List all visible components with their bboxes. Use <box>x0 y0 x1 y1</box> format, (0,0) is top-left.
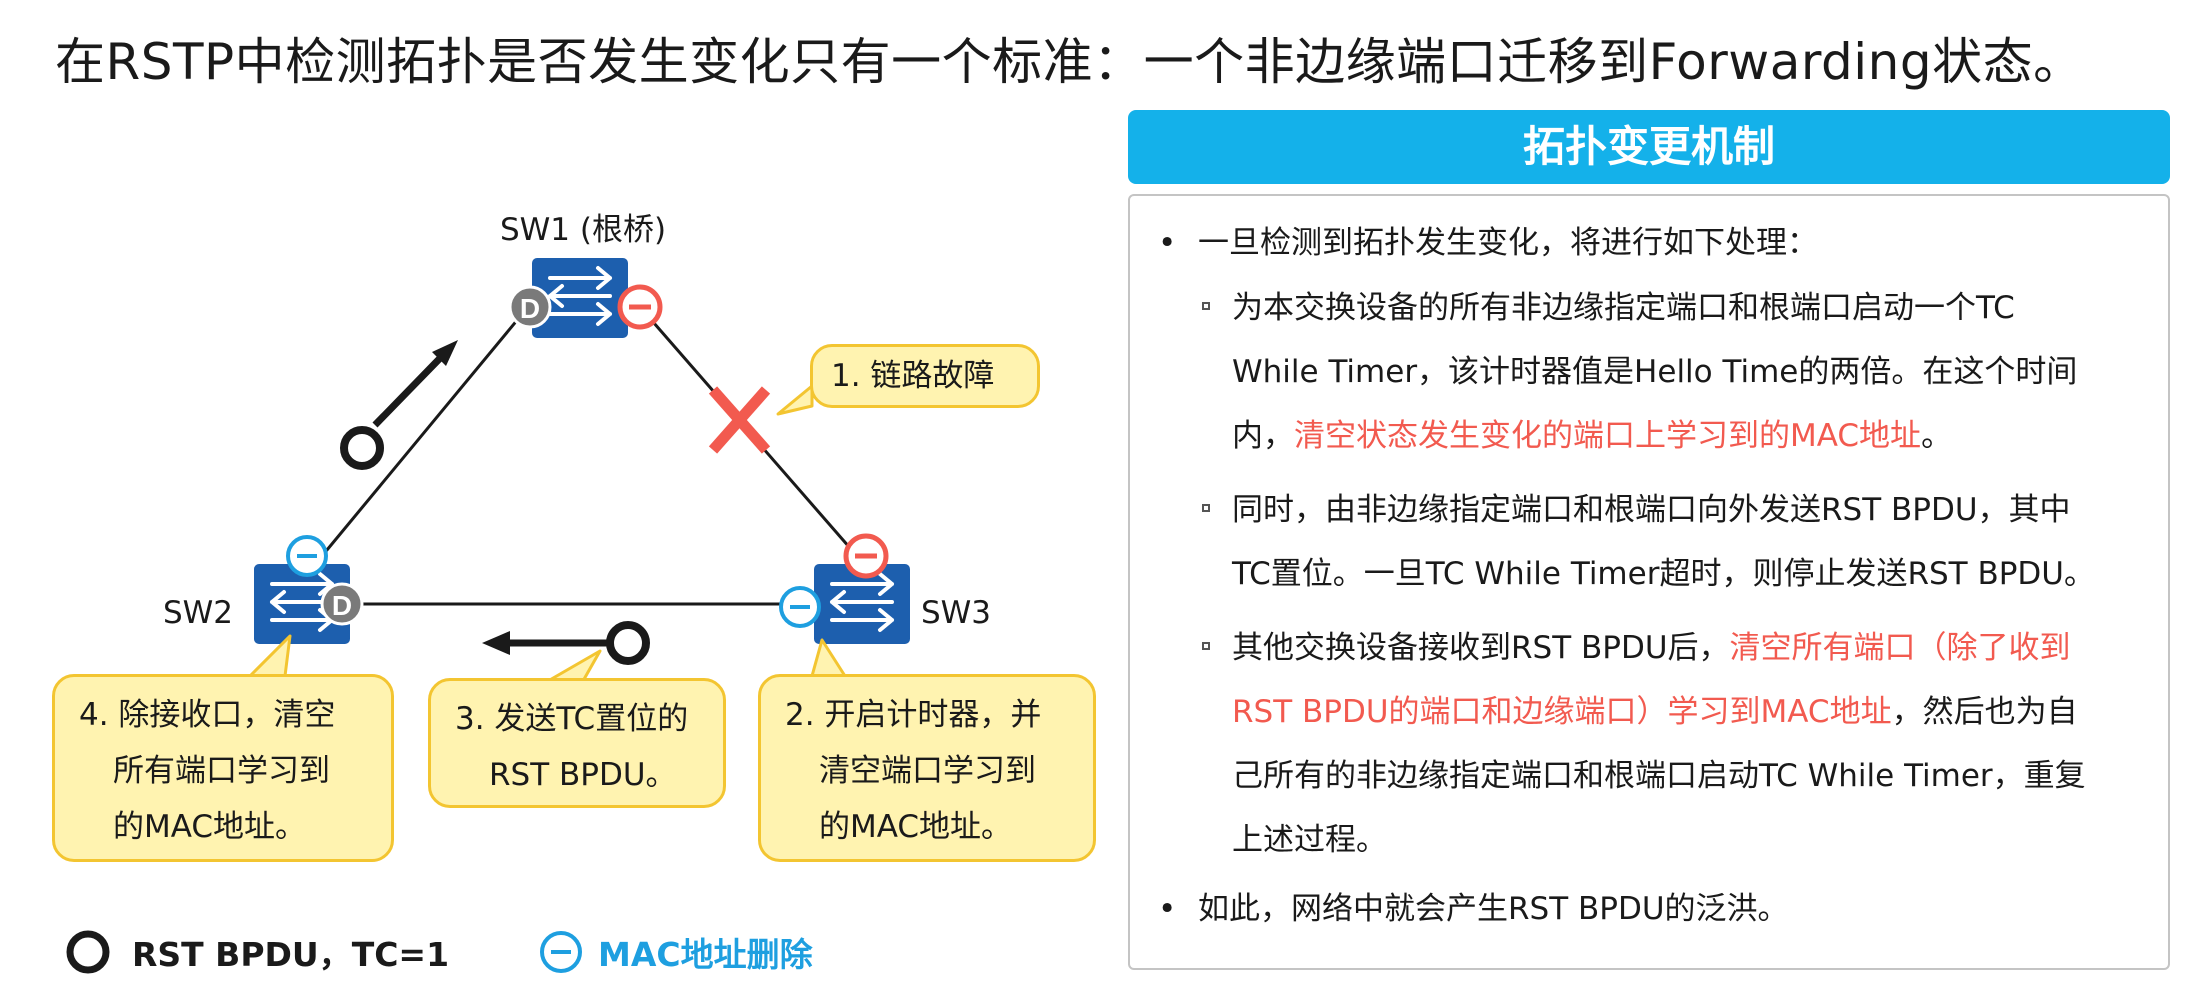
callout-line: 所有端口学习到 <box>113 753 330 789</box>
text-line: 内，清空状态发生变化的端口上学习到的MAC地址。 <box>1232 404 2148 468</box>
callout-line: 清空端口学习到 <box>819 753 1036 789</box>
text-line: 己所有的非边缘指定端口和根端口启动TC While Timer，重复 <box>1232 758 2086 794</box>
text-line: RST BPDU的端口和边缘端口）学习到MAC地址，然后也为自 <box>1232 680 2148 744</box>
text-line: While Timer，该计时器值是Hello Time的两倍。在这个时间 <box>1232 354 2078 390</box>
sw3-label: SW3 <box>921 595 991 631</box>
bullet-item: 一旦检测到拓扑发生变化，将进行如下处理： <box>1158 220 2148 266</box>
text-line: 上述过程。 <box>1232 822 1387 858</box>
link-sw1-sw2 <box>320 306 530 557</box>
designated-port-icon: D <box>320 582 364 626</box>
bpdu-arrow-sw3-to-sw2 <box>482 621 650 665</box>
link-failure-mark <box>708 386 771 454</box>
callout-line: 1. 链路故障 <box>831 358 995 394</box>
legend-mac-delete: MAC地址删除 <box>598 935 813 974</box>
mac-delete-icon <box>843 533 889 579</box>
text-line: 其他交换设备接收到RST BPDU后，清空所有端口（除了收到 <box>1232 616 2148 680</box>
mac-delete-icon <box>617 284 663 330</box>
callout-line: 3. 发送TC置位的 <box>455 701 689 737</box>
callout-tail <box>546 649 602 683</box>
svg-text:D: D <box>520 293 540 324</box>
panel-body: 一旦检测到拓扑发生变化，将进行如下处理： 为本交换设备的所有非边缘指定端口和根端… <box>1128 194 2170 970</box>
callout-start-timer: 2. 开启计时器，并 清空端口学习到 的MAC地址。 <box>758 674 1096 862</box>
text-span: 。 <box>1921 418 1953 454</box>
highlight-text: 清空所有端口（除了收到 <box>1729 630 2071 666</box>
callout-tail <box>776 384 814 416</box>
callout-line: 2. 开启计时器，并 <box>785 697 1042 733</box>
text-line: 为本交换设备的所有非边缘指定端口和根端口启动一个TC <box>1232 290 2015 326</box>
mac-delete-icon <box>779 586 821 628</box>
callout-flush-mac: 4. 除接收口，清空 所有端口学习到 的MAC地址。 <box>52 674 394 862</box>
sub-bullet-item: 为本交换设备的所有非边缘指定端口和根端口启动一个TC While Timer，该… <box>1158 276 2148 468</box>
text-span: 其他交换设备接收到RST BPDU后， <box>1232 630 1730 666</box>
topology-diagram: D D SW1 (根桥) SW2 SW3 <box>66 212 991 974</box>
callout-line: 的MAC地址。 <box>113 809 307 845</box>
panel-header: 拓扑变更机制 <box>1128 110 2170 184</box>
callout-send-tc: 3. 发送TC置位的 RST BPDU。 <box>428 678 726 808</box>
sub-bullet-item: 其他交换设备接收到RST BPDU后，清空所有端口（除了收到 RST BPDU的… <box>1158 616 2148 872</box>
text-line: 同时，由非边缘指定端口和根端口向外发送RST BPDU，其中 <box>1232 492 2071 528</box>
legend-bpdu: RST BPDU，TC=1 <box>132 935 450 974</box>
text-line: TC置位。一旦TC While Timer超时，则停止发送RST BPDU。 <box>1232 556 2095 592</box>
text-span: 内， <box>1232 418 1294 454</box>
callout-line: RST BPDU。 <box>489 757 677 793</box>
callout-link-failure: 1. 链路故障 <box>810 344 1040 408</box>
callout-line: 的MAC地址。 <box>819 809 1013 845</box>
mac-delete-icon <box>286 535 328 577</box>
sw1-label: SW1 (根桥) <box>500 212 666 248</box>
designated-port-icon: D <box>508 285 552 329</box>
page-title: 在RSTP中检测拓扑是否发生变化只有一个标准：一个非边缘端口迁移到Forward… <box>55 33 2084 91</box>
callout-tail <box>810 638 847 678</box>
highlight-text: RST BPDU的端口和边缘端口）学习到MAC地址 <box>1232 694 1892 730</box>
bpdu-arrow-sw2-to-sw1 <box>340 340 458 470</box>
sw2-label: SW2 <box>163 595 233 631</box>
callout-line: 4. 除接收口，清空 <box>79 697 336 733</box>
svg-text:D: D <box>332 590 352 621</box>
bullet-item: 如此，网络中就会产生RST BPDU的泛洪。 <box>1158 886 2148 932</box>
highlight-text: 清空状态发生变化的端口上学习到的MAC地址 <box>1294 418 1922 454</box>
bpdu-legend-icon <box>66 930 110 974</box>
sub-bullet-item: 同时，由非边缘指定端口和根端口向外发送RST BPDU，其中 TC置位。一旦TC… <box>1158 478 2148 606</box>
text-span: ，然后也为自 <box>1891 694 2078 730</box>
mac-delete-legend-icon <box>540 931 582 973</box>
